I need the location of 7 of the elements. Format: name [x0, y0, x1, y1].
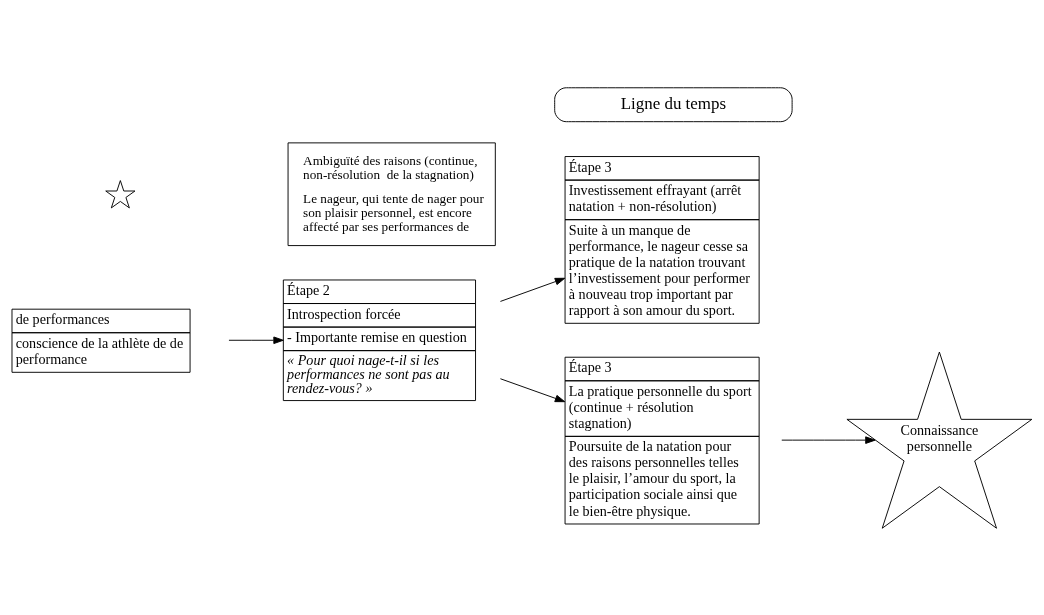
arrow	[499, 377, 566, 402]
arrow	[781, 435, 876, 444]
node-box: Ligne du temps	[554, 86, 793, 122]
node-box: Ambiguïté des raisons (continue, non-résolution de la stagnation) Le nageur, qui tente de nager pour son plaisir personnel, est encore affecté par ses performances de	[287, 141, 496, 246]
arrow	[499, 277, 566, 302]
arrow	[228, 336, 284, 344]
node-star	[105, 179, 136, 208]
